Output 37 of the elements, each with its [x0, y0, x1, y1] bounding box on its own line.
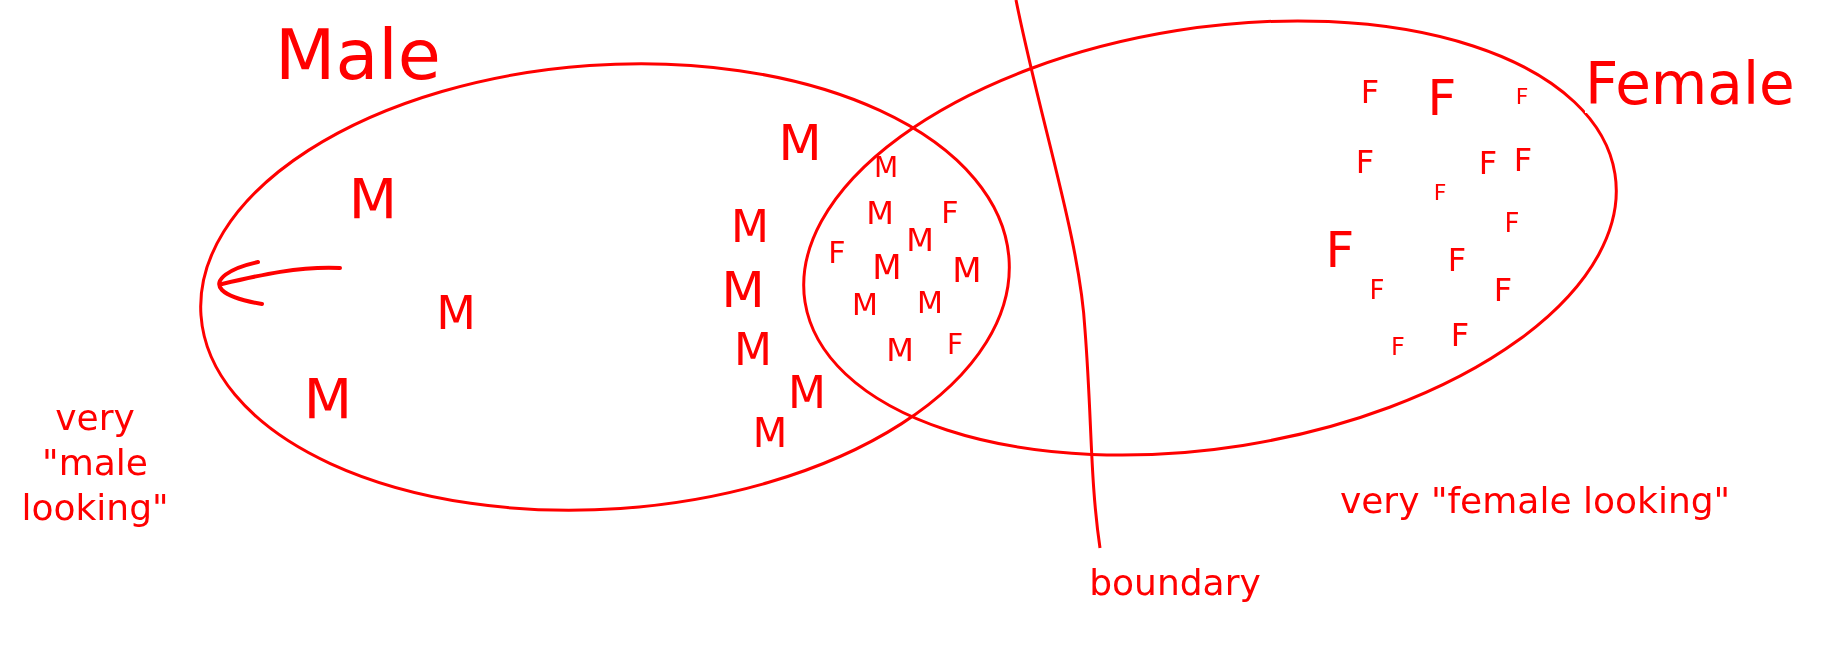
letter-mark: F — [1447, 244, 1467, 276]
letter-mark: F — [1513, 144, 1533, 176]
letter-mark: M — [436, 290, 476, 336]
letter-mark: M — [788, 371, 826, 415]
letter-mark: F — [1450, 319, 1470, 351]
letter-mark: M — [752, 413, 788, 453]
letter-mark: F — [941, 198, 959, 228]
letter-mark: M — [917, 288, 943, 318]
letter-mark: M — [852, 290, 878, 320]
letter-mark: F — [1355, 146, 1375, 178]
boundary-label: boundary — [1088, 561, 1262, 605]
letter-mark: M — [873, 154, 899, 182]
letter-mark: M — [906, 224, 934, 256]
letter-mark: F — [1493, 274, 1513, 306]
note-text: very "female looking" — [1338, 479, 1732, 523]
letter-mark: M — [778, 118, 822, 168]
letter-mark: F — [1391, 335, 1405, 359]
letter-mark: M — [886, 334, 914, 366]
letter-mark: F — [1325, 225, 1355, 275]
letter-mark: M — [731, 205, 769, 249]
letter-mark: F — [1478, 147, 1498, 179]
letter-mark: F — [1433, 182, 1447, 204]
letter-mark: F — [1515, 86, 1529, 108]
letter-mark: F — [1369, 277, 1385, 303]
letter-mark: F — [828, 238, 846, 268]
letter-mark: F — [1504, 210, 1520, 236]
letter-mark: M — [872, 250, 902, 284]
letter-mark: M — [721, 265, 765, 315]
note-text: very "male looking" — [20, 396, 170, 530]
letter-mark: M — [952, 253, 982, 287]
letter-mark: F — [1360, 76, 1380, 108]
letter-mark: M — [303, 371, 353, 427]
letter-mark: M — [866, 197, 894, 229]
letter-mark: M — [734, 328, 772, 372]
letter-mark: M — [348, 171, 398, 227]
letter-mark: F — [1427, 73, 1457, 123]
letter-mark: F — [946, 331, 964, 359]
